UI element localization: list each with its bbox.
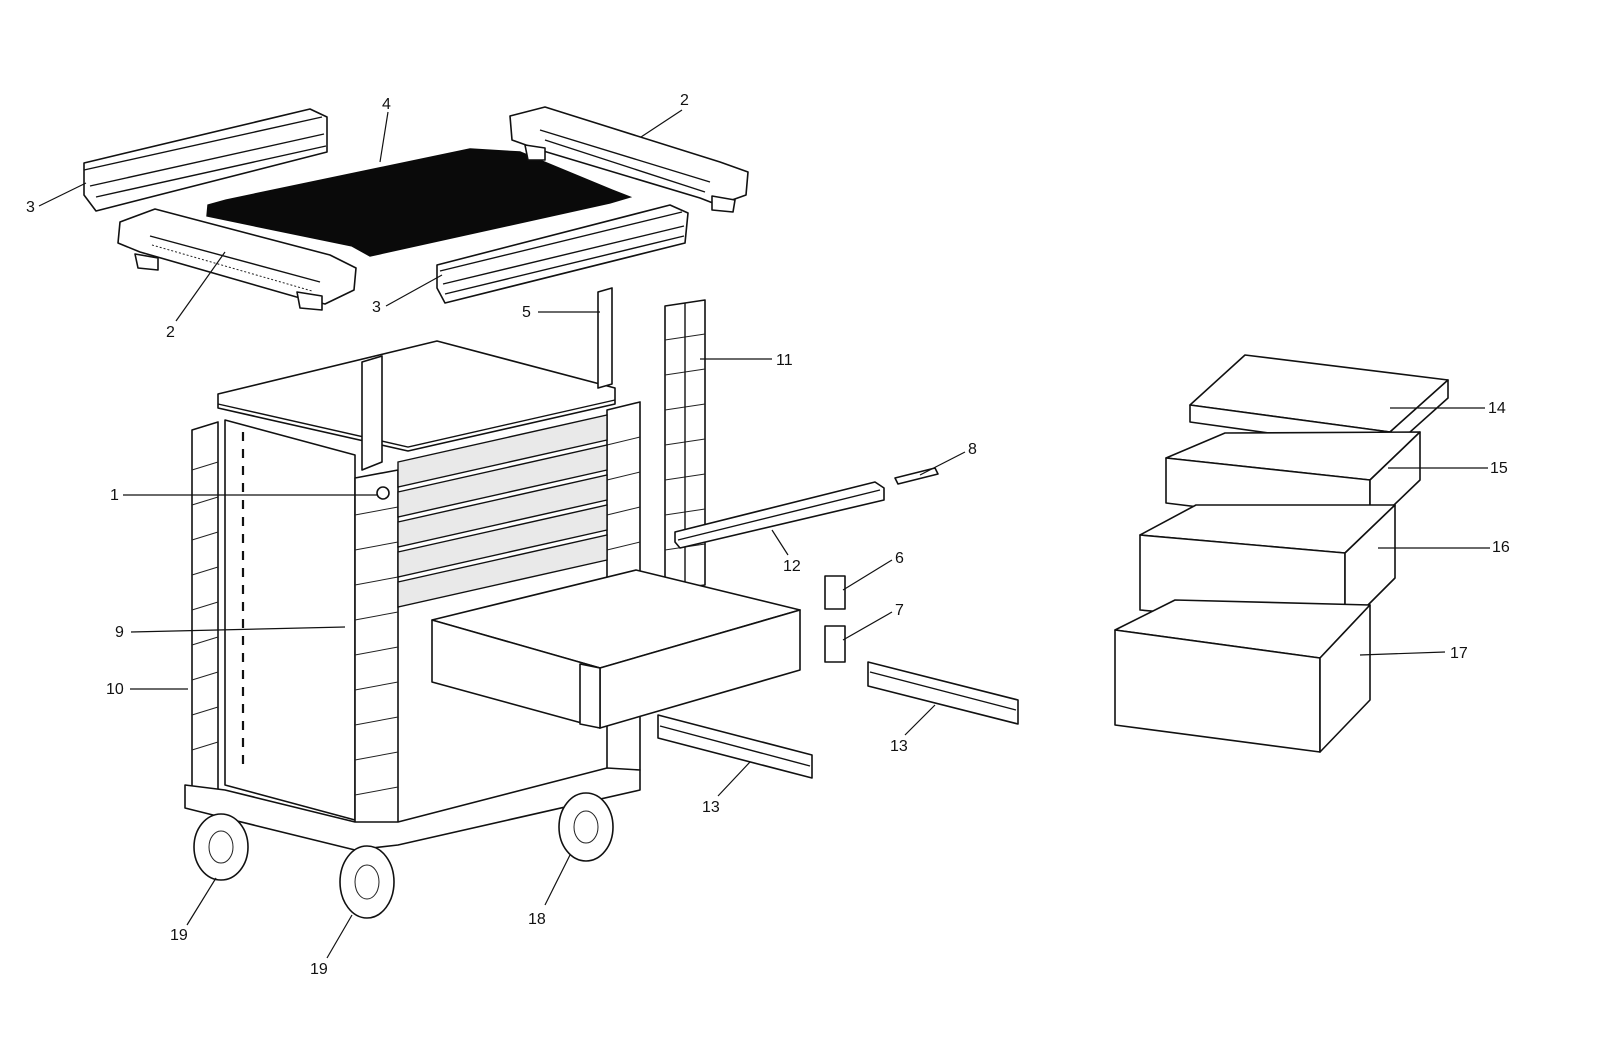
callout-17: 17 <box>1450 645 1468 662</box>
callout-19: 19 <box>310 961 328 978</box>
callout-18: 18 <box>528 911 546 928</box>
corner-post-rear <box>191 421 219 801</box>
callout-11: 11 <box>776 352 793 369</box>
cart-top-panel <box>217 340 616 452</box>
callout-16: 16 <box>1492 539 1510 556</box>
callout-2: 2 <box>166 324 175 341</box>
leader-lines <box>38 109 1490 959</box>
callout-7: 7 <box>895 602 904 619</box>
callout-6: 6 <box>895 550 904 567</box>
bracket <box>361 287 613 471</box>
callout-14: 14 <box>1488 400 1506 417</box>
callout-13: 13 <box>890 738 908 755</box>
handle-rear <box>509 106 749 213</box>
drawer-17 <box>1114 599 1371 753</box>
callout-12: 12 <box>783 558 801 575</box>
callout-1: 1 <box>110 487 119 504</box>
callout-3: 3 <box>372 299 381 316</box>
callout-labels: 1 2 2 3 3 4 5 6 7 8 9 10 11 12 13 13 14 … <box>26 92 1510 978</box>
callout-5: 5 <box>522 304 531 321</box>
callout-3: 3 <box>26 199 35 216</box>
drawer-slide-rail <box>657 661 1019 779</box>
callout-13: 13 <box>702 799 720 816</box>
callout-9: 9 <box>115 624 124 641</box>
top-mat <box>206 148 633 257</box>
side-rail-right <box>436 204 689 304</box>
lock <box>376 486 390 500</box>
caster-wheel <box>193 792 614 919</box>
side-rail-left <box>83 108 328 212</box>
corner-post-front <box>354 469 399 843</box>
pulled-drawer <box>431 569 801 729</box>
upright-post <box>664 299 706 591</box>
callout-19: 19 <box>170 927 188 944</box>
callout-4: 4 <box>382 96 391 113</box>
cart-drawer-fronts <box>397 414 608 608</box>
clip-lower <box>824 625 846 663</box>
callout-15: 15 <box>1490 460 1508 477</box>
clip-upper <box>824 575 846 610</box>
callout-2: 2 <box>680 92 689 109</box>
cart-side-panel <box>224 419 356 821</box>
handle-front <box>117 208 357 311</box>
callout-10: 10 <box>106 681 124 698</box>
callout-8: 8 <box>968 441 977 458</box>
key-pin <box>894 467 939 485</box>
